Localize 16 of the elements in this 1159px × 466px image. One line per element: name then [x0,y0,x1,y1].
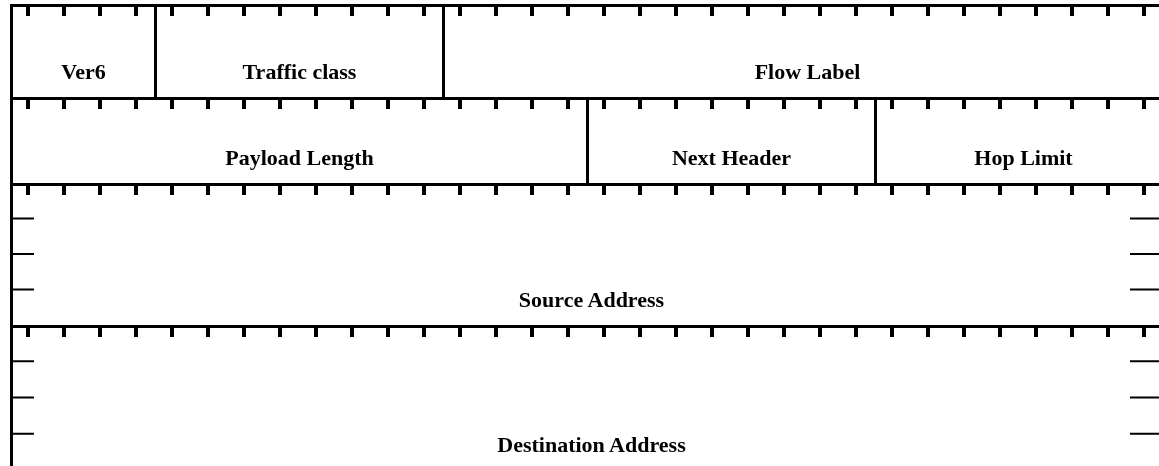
field-name: Next Header [671,143,792,171]
header-field-cell [586,97,874,183]
header-field-cell [10,183,1159,325]
field-name: Ver6 [61,57,106,85]
field-name: Flow Label [754,57,861,85]
field-name: Source Address [518,285,665,313]
field-name: Hop Limit [974,143,1073,171]
field-name: Payload Length [225,143,374,171]
header-field-cell [10,325,1159,466]
field-name: Traffic class [242,57,357,85]
header-field-cell [874,97,1159,183]
header-field-cell [442,4,1159,97]
field-name: Destination Address [497,430,686,458]
header-field-cell [154,4,442,97]
header-field-cell [10,97,586,183]
header-field-cell [10,4,154,97]
